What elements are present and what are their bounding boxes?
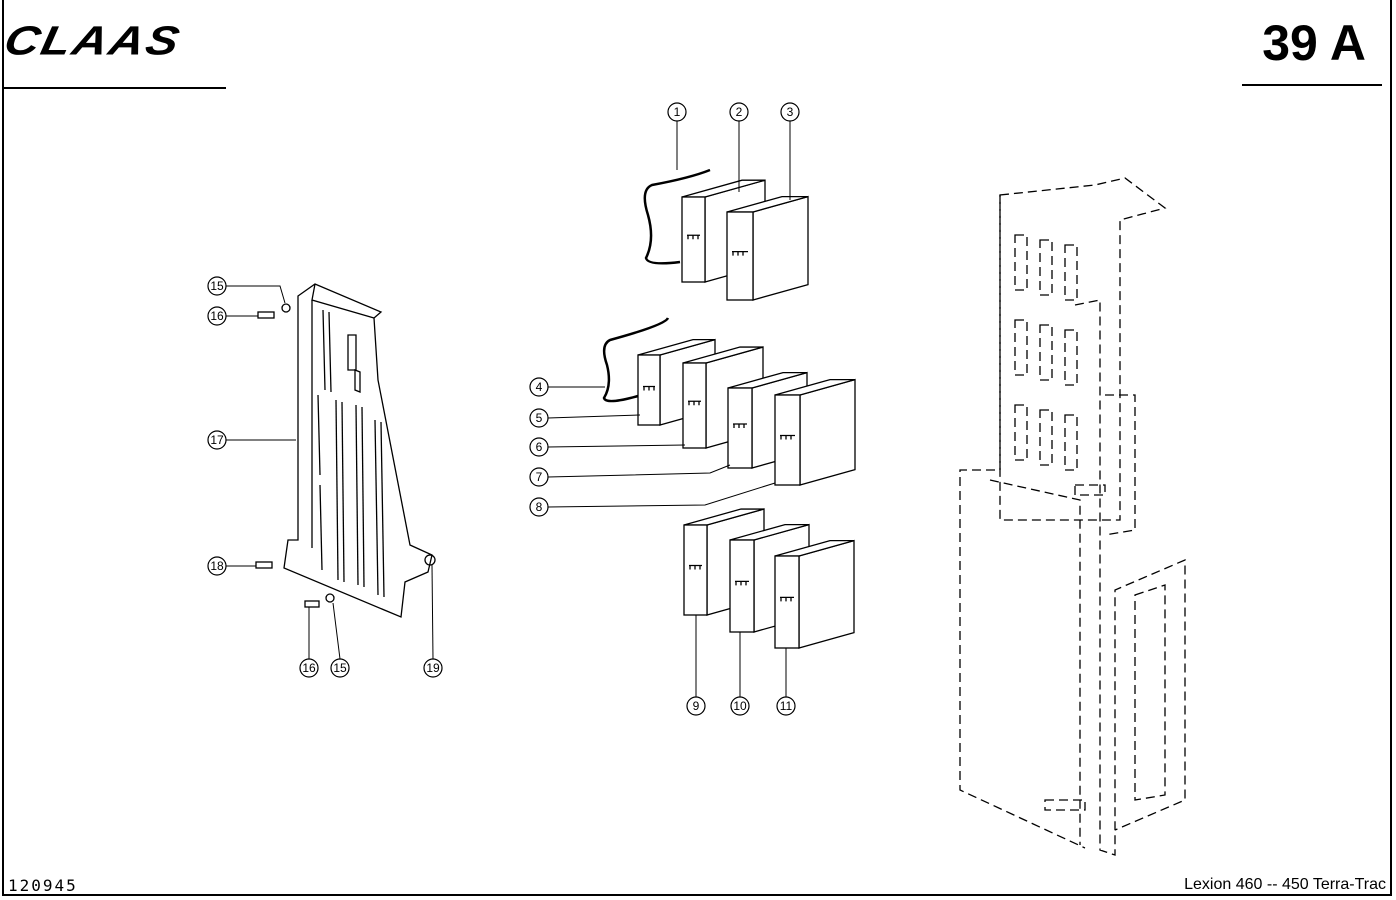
model-name: Lexion 460 -- 450 Terra-Trac bbox=[1184, 876, 1386, 893]
part-callout: 19 bbox=[423, 564, 443, 678]
callout-number: 2 bbox=[736, 105, 743, 119]
callout-number: 3 bbox=[787, 105, 794, 119]
part-callout: 7 bbox=[529, 464, 731, 487]
part-callout: 9 bbox=[686, 615, 706, 716]
mounting-bracket bbox=[283, 283, 433, 618]
callout-number: 4 bbox=[536, 380, 543, 394]
part-callout: 4 bbox=[529, 377, 605, 397]
callout-number: 15 bbox=[210, 279, 224, 293]
part-callout: 2 bbox=[729, 102, 749, 192]
drawing-number: 120945 bbox=[8, 876, 78, 895]
callout-number: 15 bbox=[333, 661, 347, 675]
callout-number: 10 bbox=[733, 699, 747, 713]
part-callout: 18 bbox=[207, 556, 256, 576]
cable-4 bbox=[602, 317, 670, 403]
part-callout: 5 bbox=[529, 408, 641, 428]
callout-number: 11 bbox=[780, 699, 793, 713]
relay-module bbox=[726, 195, 809, 301]
bolt-16-top bbox=[257, 303, 291, 319]
callout-number: 16 bbox=[302, 661, 316, 675]
callout-number: 7 bbox=[536, 470, 543, 484]
callout-number: 1 bbox=[674, 105, 681, 119]
part-callout: 8 bbox=[529, 482, 776, 517]
relay-module bbox=[774, 539, 855, 649]
callout-number: 5 bbox=[536, 411, 543, 425]
callout-number: 16 bbox=[210, 309, 224, 323]
part-callout: 3 bbox=[780, 102, 800, 200]
callout-number: 19 bbox=[426, 661, 440, 675]
callout-number: 18 bbox=[210, 559, 224, 573]
sheet-number: 39 A bbox=[1262, 15, 1366, 71]
callout-number: 17 bbox=[210, 433, 224, 447]
callout-number: 8 bbox=[536, 500, 543, 514]
relay-module bbox=[774, 378, 856, 486]
part-callout: 1 bbox=[667, 102, 687, 170]
bolt-16-bottom bbox=[304, 593, 335, 608]
callout-number: 9 bbox=[693, 699, 700, 713]
part-callout: 11 bbox=[776, 648, 796, 716]
machine-frame-outline bbox=[959, 177, 1186, 856]
part-callout: 16 bbox=[299, 607, 319, 678]
part-callout: 15 bbox=[330, 602, 350, 678]
part-callout: 17 bbox=[207, 430, 296, 450]
bolt-18 bbox=[255, 561, 273, 569]
cable-1 bbox=[643, 168, 711, 265]
part-callout: 15 bbox=[207, 276, 286, 304]
header-divider bbox=[2, 87, 226, 89]
callout-number: 6 bbox=[536, 440, 543, 454]
part-callout: 16 bbox=[207, 306, 258, 326]
part-callout: 6 bbox=[529, 437, 686, 457]
nut-19 bbox=[424, 554, 436, 566]
sheet-divider bbox=[1242, 84, 1382, 86]
part-callout: 10 bbox=[730, 632, 750, 716]
